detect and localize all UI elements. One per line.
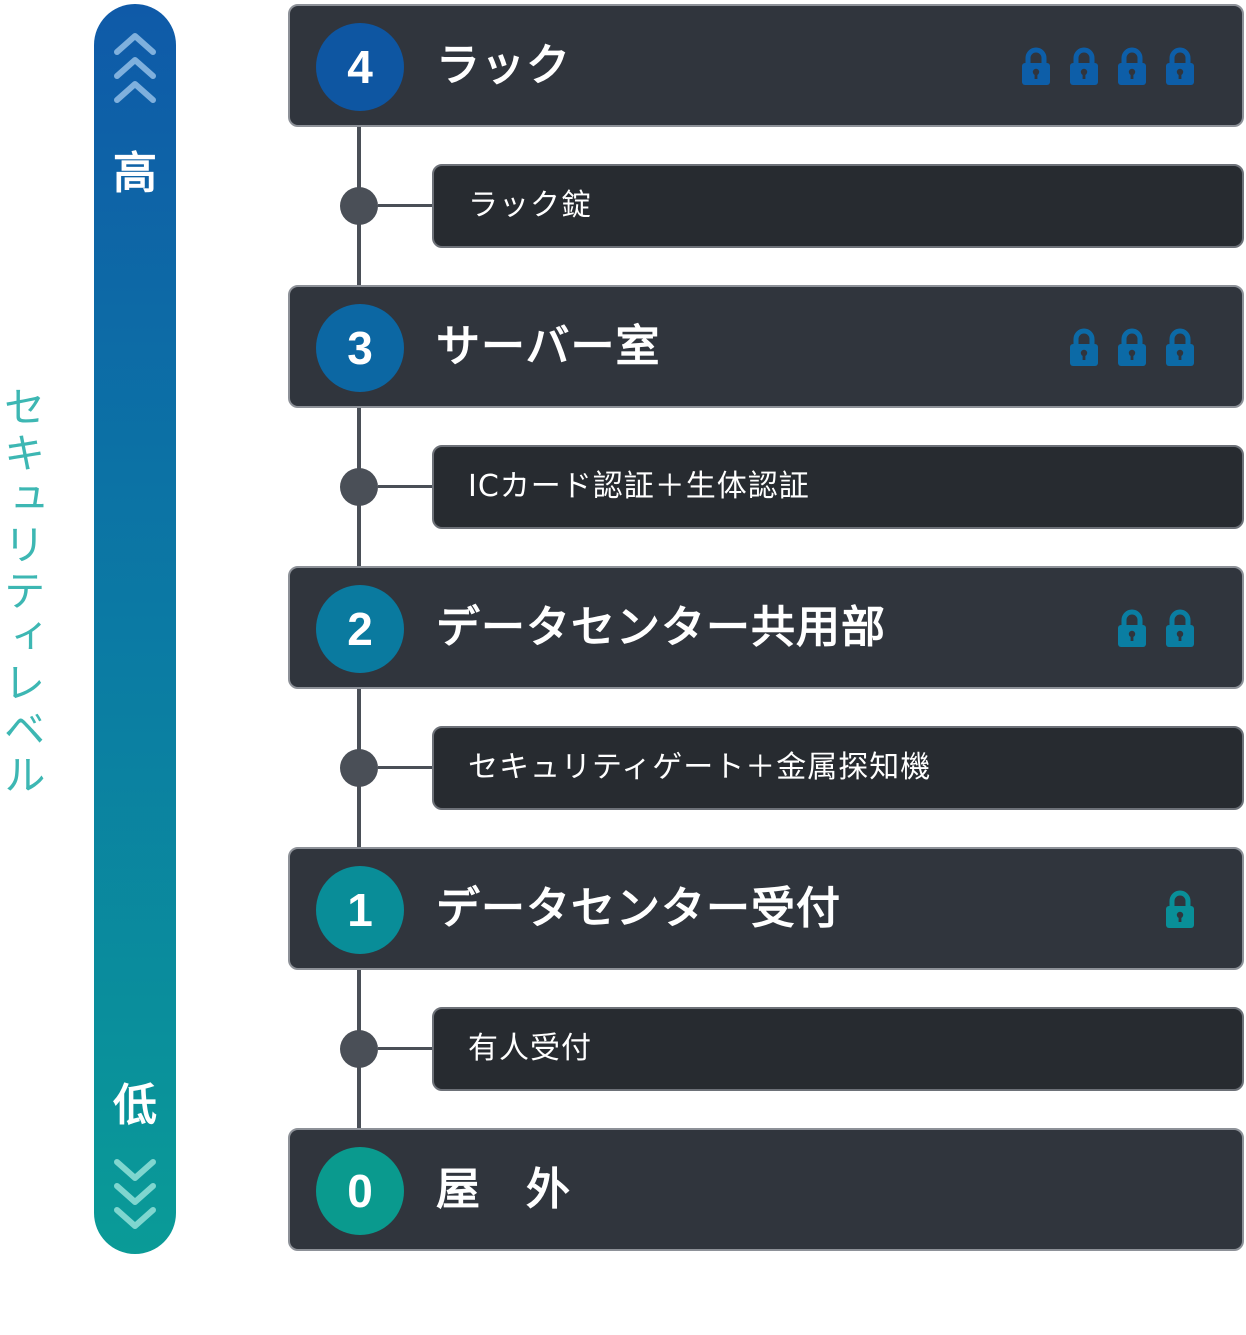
lock-icon <box>1118 47 1146 85</box>
level-4-panel: 4 ラック <box>288 4 1244 127</box>
level-4-title: ラック <box>436 40 571 91</box>
measure-connector <box>378 485 434 488</box>
lock-icon <box>1022 47 1050 85</box>
level-0-badge: 0 <box>316 1147 404 1235</box>
measure-connector <box>378 204 434 207</box>
measure-security-gate: セキュリティゲート＋金属探知機 <box>432 726 1244 810</box>
level-2-badge: 2 <box>316 585 404 673</box>
lock-icon <box>1166 609 1194 647</box>
measure-rack-lock: ラック錠 <box>432 164 1244 248</box>
level-1-title: データセンター受付 <box>436 883 841 934</box>
level-3-locks <box>1068 327 1196 367</box>
lock-icon <box>1070 47 1098 85</box>
measure-node <box>340 749 378 787</box>
measure-label: ラック錠 <box>468 188 592 223</box>
level-2-panel: 2 データセンター共用部 <box>288 566 1244 689</box>
lock-icon <box>1118 609 1146 647</box>
level-1-locks <box>1164 889 1196 929</box>
level-0-panel: 0 屋 外 <box>288 1128 1244 1251</box>
level-3-title: サーバー室 <box>436 321 661 372</box>
level-3-panel: 3 サーバー室 <box>288 285 1244 408</box>
measure-node <box>340 1030 378 1068</box>
measure-connector <box>378 766 434 769</box>
lock-icon <box>1166 890 1194 928</box>
measure-label: セキュリティゲート＋金属探知機 <box>468 750 932 785</box>
measure-connector <box>378 1047 434 1050</box>
scale-high-label: 高 <box>113 148 157 199</box>
chevron-down-icon <box>94 1150 176 1234</box>
level-2-title: データセンター共用部 <box>436 602 886 653</box>
security-level-axis-label: セキュリティレベル <box>0 385 46 799</box>
level-0-title: 屋 外 <box>436 1164 571 1215</box>
level-2-locks <box>1116 608 1196 648</box>
level-1-badge: 1 <box>316 866 404 954</box>
lock-icon <box>1070 328 1098 366</box>
measure-node <box>340 187 378 225</box>
measure-ic-biometric: ICカード認証＋生体認証 <box>432 445 1244 529</box>
measure-label: 有人受付 <box>468 1031 592 1066</box>
measure-node <box>340 468 378 506</box>
security-scale-bar: 高 低 <box>94 4 176 1254</box>
scale-low-label: 低 <box>113 1080 157 1131</box>
chevron-up-icon <box>94 28 176 112</box>
level-3-badge: 3 <box>316 304 404 392</box>
measure-label: ICカード認証＋生体認証 <box>468 469 810 504</box>
level-4-locks <box>1020 46 1196 86</box>
measure-staffed-reception: 有人受付 <box>432 1007 1244 1091</box>
level-1-panel: 1 データセンター受付 <box>288 847 1244 970</box>
lock-icon <box>1166 328 1194 366</box>
lock-icon <box>1118 328 1146 366</box>
level-4-badge: 4 <box>316 23 404 111</box>
lock-icon <box>1166 47 1194 85</box>
